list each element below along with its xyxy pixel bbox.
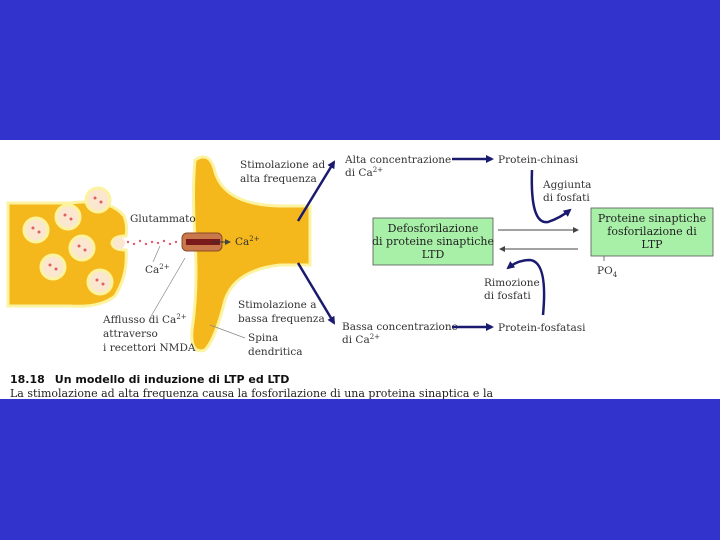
high-path-arrow [296, 160, 336, 222]
remove-phosphate-arrow [506, 258, 546, 316]
glutamate-release-dots [126, 239, 178, 246]
phosphatase-label: Protein-fosfatasi [498, 322, 586, 334]
ca-outside-label: Ca2+ [145, 263, 170, 276]
dendritic-spine [190, 155, 312, 353]
low-path-arrow [296, 262, 336, 325]
ltp-ltd-diagram: Ca2+ Glutammato Ca2+ Afflusso di Ca2+att… [6, 154, 714, 400]
add-phosphate-arrow [530, 169, 572, 224]
synaptic-vesicles [22, 186, 125, 296]
ca-inside-label: Ca2+ [235, 235, 260, 248]
ca-leader-line [152, 245, 161, 263]
glutamate-label: Glutammato [130, 213, 196, 225]
figure-panel: Ca2+ Glutammato Ca2+ Afflusso di Ca2+att… [0, 140, 720, 400]
caption-text: La stimolazione ad alta frequenza causa … [10, 387, 493, 399]
influx-leader-line [149, 257, 186, 319]
po4-label: PO4 [597, 265, 618, 279]
spine-leader-line [209, 324, 246, 339]
kinase-label: Protein-chinasi [498, 154, 579, 166]
